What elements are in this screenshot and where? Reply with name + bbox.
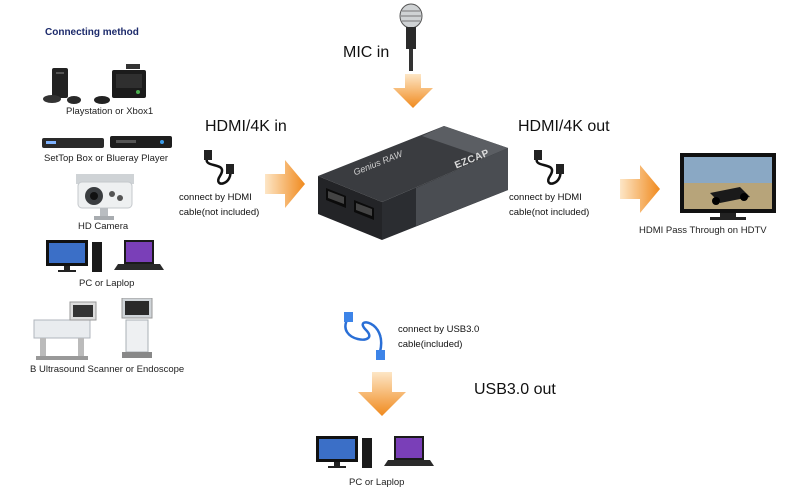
mic-label: MIC in — [343, 44, 390, 61]
hdmi-cable-icon — [200, 150, 240, 192]
hdmi-in-label: HDMI/4K in — [205, 118, 287, 135]
usb-cable-icon — [338, 312, 392, 362]
arrow-down-icon — [358, 372, 406, 416]
capture-device: EZCAP Genius RAW — [312, 118, 512, 250]
source-label: SetTop Box or Blueray Player — [44, 153, 169, 164]
source-label: Playstation or Xbox1 — [66, 106, 154, 117]
microphone-icon — [398, 3, 424, 73]
destination-label: PC or Laplop — [349, 477, 405, 488]
cable-text-line: connect by USB3.0 — [398, 324, 480, 335]
arrow-down-icon — [393, 74, 433, 108]
camera-icon — [62, 172, 142, 222]
hdmi-out-label: HDMI/4K out — [518, 118, 610, 135]
hdmi-out-cable-text: connect by HDMI cable(not included) — [509, 190, 589, 220]
tv-label: HDMI Pass Through on HDTV — [639, 225, 767, 236]
source-label: B Ultrasound Scanner or Endoscope — [30, 364, 185, 375]
ultrasound-scanner-icon — [30, 298, 170, 362]
source-label: PC or Laplop — [79, 278, 135, 289]
cable-text-line: cable(included) — [398, 339, 463, 350]
hdmi-in-cable-text: connect by HDMI cable(not included) — [179, 190, 259, 220]
pc-laptop-icon — [46, 234, 166, 274]
cable-text-line: connect by HDMI — [179, 192, 252, 203]
arrow-right-icon — [265, 160, 305, 208]
game-console-icon — [38, 64, 168, 106]
cable-text-line: connect by HDMI — [509, 192, 582, 203]
cable-text-line: cable(not included) — [509, 207, 590, 218]
source-label: HD Camera — [78, 221, 129, 232]
pc-laptop-icon — [316, 430, 436, 472]
usb-out-label: USB3.0 out — [474, 381, 556, 398]
arrow-right-icon — [620, 165, 660, 213]
usb-cable-text: connect by USB3.0 cable(included) — [398, 322, 479, 352]
hdmi-cable-icon — [530, 150, 570, 192]
settop-box-icon — [42, 130, 172, 152]
hdtv-icon — [680, 153, 776, 221]
cable-text-line: cable(not included) — [179, 207, 260, 218]
page-title: Connecting method — [45, 27, 139, 38]
